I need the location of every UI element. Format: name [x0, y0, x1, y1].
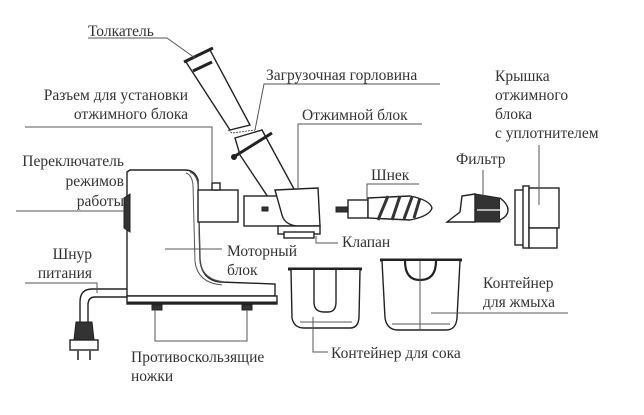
- label-juicing-unit-socket-line1: Разъем для установки: [43, 87, 188, 104]
- cover-part: [514, 185, 560, 249]
- label-cover-line2: отжимного: [495, 87, 569, 104]
- label-feet-line1: Противоскользящие: [131, 349, 265, 366]
- pusher-part: [183, 46, 256, 134]
- label-pulp-container: Контейнер для жмыха: [483, 274, 555, 312]
- label-juicing-unit: Отжимной блок: [302, 107, 408, 124]
- label-juicing-unit-socket: Разъем для установки отжимного блока: [30, 86, 188, 124]
- label-valve: Клапан: [342, 234, 391, 251]
- label-auger: Шнек: [371, 167, 410, 184]
- label-pulp-container-line1: Контейнер: [483, 275, 554, 292]
- label-cover-line4: с уплотнителем: [495, 125, 599, 142]
- label-power-cord: Шнур питания: [20, 245, 92, 283]
- label-filter: Фильтр: [456, 151, 506, 168]
- label-mode-switch-line1: Переключатель: [22, 153, 124, 170]
- label-feed-chute: Загрузочная горловина: [266, 67, 418, 84]
- label-cover-line1: Крышка: [495, 68, 550, 85]
- label-feet-line2: ножки: [131, 368, 174, 385]
- label-juice-container: Контейнер для сока: [331, 345, 461, 362]
- label-power-cord-line2: питания: [37, 265, 92, 282]
- label-mode-switch-line3: работы: [76, 193, 124, 210]
- power-cord-part: [69, 288, 127, 360]
- pulp-container-part: [380, 258, 462, 331]
- motor-unit-part: [123, 169, 278, 311]
- leader-lines: [16, 37, 568, 353]
- juice-container-part: [288, 267, 362, 329]
- filter-part: [444, 193, 509, 223]
- label-mode-switch-line2: режимов: [65, 173, 124, 190]
- label-motor-unit-line2: блок: [227, 262, 258, 279]
- label-pusher: Толкатель: [88, 23, 154, 40]
- label-feet: Противоскользящие ножки: [131, 348, 264, 386]
- juicing-unit-part: [243, 187, 321, 239]
- label-juicing-unit-socket-line2: отжимного блока: [73, 106, 188, 123]
- label-motor-unit: Моторный блок: [227, 242, 297, 280]
- label-cover-line3: блока: [495, 106, 533, 123]
- label-motor-unit-line1: Моторный: [227, 243, 298, 260]
- label-mode-switch: Переключатель режимов работы: [8, 152, 124, 212]
- label-power-cord-line1: Шнур: [52, 246, 92, 263]
- label-pulp-container-line2: для жмыха: [483, 294, 555, 311]
- label-cover: Крышка отжимного блока с уплотнителем: [495, 67, 599, 143]
- auger-part: [335, 195, 433, 221]
